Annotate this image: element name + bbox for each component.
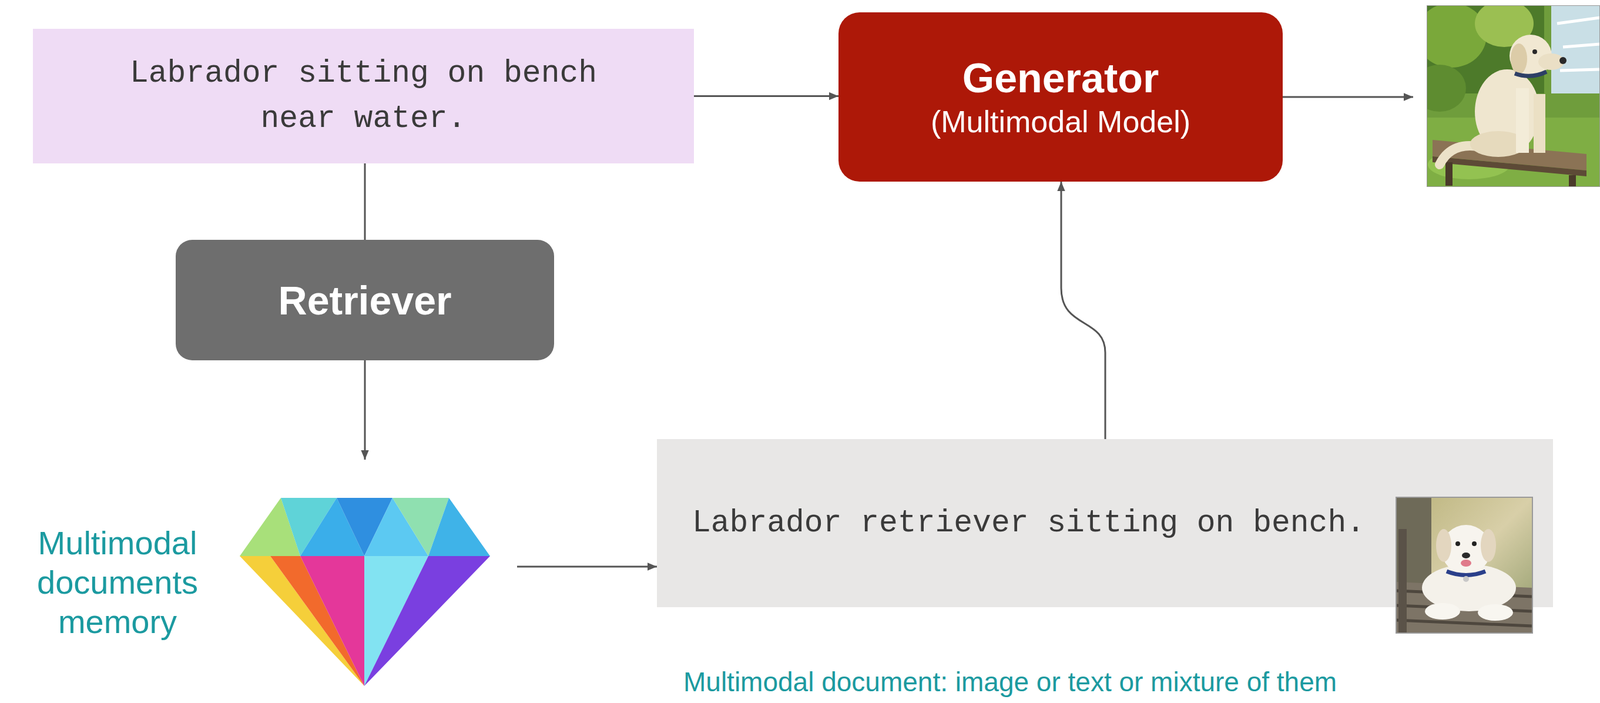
prompt-box: Labrador sitting on bench near water.	[32, 28, 694, 164]
flow-arrow	[517, 565, 657, 568]
memory-node-text: Multimodal documents memory	[17, 522, 218, 642]
flow-arrow	[1061, 181, 1106, 439]
generator-box: Generator(Multimodal Model)	[838, 12, 1283, 182]
flow-arrow	[364, 360, 367, 460]
flow-arrow	[364, 163, 367, 240]
retriever-box-text: Retriever	[278, 277, 452, 324]
caption-note: Multimodal document: image or text or mi…	[683, 665, 1337, 699]
flow-arrow	[693, 95, 839, 97]
memory-node: Multimodal documents memory	[17, 459, 518, 689]
output-arrow	[1282, 96, 1414, 99]
retriever-box: Retriever	[175, 239, 555, 361]
output-photo	[1426, 5, 1600, 187]
document-box-text: Labrador retriever sitting on bench.	[692, 500, 1365, 546]
generator-box-text: Generator	[962, 53, 1160, 103]
prompt-box-text: Labrador sitting on bench near water.	[99, 51, 629, 142]
generator-box-text: (Multimodal Model)	[930, 102, 1191, 142]
memory-gem	[239, 497, 491, 686]
document-box: Labrador retriever sitting on bench.	[656, 438, 1553, 607]
